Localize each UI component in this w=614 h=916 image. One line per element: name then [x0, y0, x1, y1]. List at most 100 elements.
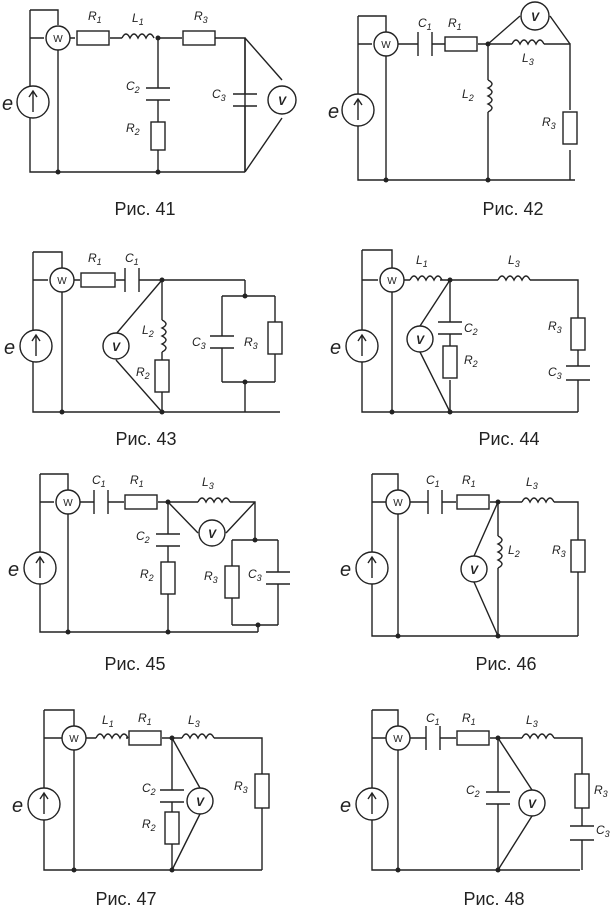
voltmeter-label: V — [528, 797, 537, 811]
voltmeter-label: V — [196, 795, 205, 809]
inductor-icon — [409, 275, 443, 282]
inductor-icon — [121, 33, 155, 40]
wattmeter-label: W — [381, 40, 391, 51]
source-label: e — [328, 101, 339, 123]
svg-text:R2: R2 — [136, 365, 150, 381]
svg-text:R1: R1 — [88, 251, 102, 267]
resistor-icon — [444, 36, 478, 52]
resistor-icon — [164, 811, 180, 845]
voltmeter-icon — [198, 519, 226, 547]
resistor-icon — [254, 773, 270, 809]
resistor-icon — [456, 494, 490, 510]
inductor-icon — [496, 535, 503, 569]
voltmeter-label: V — [208, 527, 217, 541]
resistor-icon — [442, 345, 458, 379]
circuit-fig-48: e W V C1 R1 L3 C2 R3 C3 Рис. 48 — [340, 709, 610, 909]
resistor-icon — [128, 730, 162, 746]
svg-text:C1: C1 — [426, 473, 440, 489]
svg-text:R3: R3 — [234, 779, 248, 795]
svg-text:C3: C3 — [548, 365, 562, 381]
inductor-icon — [181, 733, 215, 740]
svg-text:L3: L3 — [188, 713, 200, 729]
resistor-icon — [267, 321, 283, 355]
svg-text:C1: C1 — [426, 711, 440, 727]
voltmeter-label: V — [531, 10, 540, 24]
svg-text:C2: C2 — [136, 529, 150, 545]
svg-text:C1: C1 — [92, 473, 106, 489]
capacitor-icon — [425, 726, 441, 750]
figure-caption: Рис. 45 — [104, 654, 165, 674]
resistor-icon — [76, 30, 110, 46]
capacitor-icon — [266, 571, 290, 585]
capacitor-icon — [570, 825, 594, 841]
svg-text:R3: R3 — [542, 115, 556, 131]
svg-text:L1: L1 — [132, 11, 144, 27]
wattmeter-label: W — [53, 34, 63, 45]
resistor-icon — [124, 494, 158, 510]
svg-text:L3: L3 — [526, 475, 538, 491]
wattmeter-label: W — [387, 276, 397, 287]
capacitor-icon — [486, 791, 510, 805]
capacitor-icon — [427, 490, 443, 514]
circuit-fig-45: e W V C1 R1 L3 C2 R2 R3 C3 Рис. 45 — [8, 473, 290, 674]
svg-text:C1: C1 — [125, 251, 139, 267]
resistor-icon — [182, 30, 216, 46]
svg-text:R3: R3 — [594, 783, 608, 799]
figure-caption: Рис. 44 — [478, 429, 539, 449]
resistor-icon — [160, 561, 176, 595]
svg-text:C2: C2 — [464, 321, 478, 337]
svg-text:R1: R1 — [462, 473, 476, 489]
capacitor-icon — [146, 87, 170, 101]
voltmeter-icon — [406, 325, 434, 353]
source-label: e — [340, 795, 351, 817]
capacitor-icon — [210, 335, 234, 349]
svg-text:C2: C2 — [466, 783, 480, 799]
voltmeter-icon — [460, 555, 488, 583]
figure-caption: Рис. 48 — [463, 889, 524, 909]
inductor-icon — [160, 319, 167, 353]
svg-text:R1: R1 — [462, 711, 476, 727]
wattmeter-label: W — [69, 734, 79, 745]
svg-text:C3: C3 — [596, 823, 610, 839]
circuit-fig-44: e W V L1 L3 C2 R2 R3 C3 Рис. 44 — [330, 249, 590, 449]
svg-text:L3: L3 — [202, 475, 214, 491]
svg-text:L1: L1 — [416, 253, 428, 269]
source-label: e — [2, 93, 13, 115]
svg-text:R3: R3 — [244, 335, 258, 351]
voltmeter-icon — [186, 787, 214, 815]
svg-text:L1: L1 — [102, 713, 114, 729]
circuit-fig-41: e W V R1 L1 R3 C2 R2 C3 Рис. 41 — [2, 9, 297, 219]
figure-caption: Рис. 42 — [482, 199, 543, 219]
resistor-icon — [224, 565, 240, 599]
svg-text:R2: R2 — [126, 121, 140, 137]
figure-caption: Рис. 46 — [475, 654, 536, 674]
inductor-icon — [511, 39, 545, 46]
resistor-icon — [154, 359, 170, 393]
svg-text:R3: R3 — [552, 543, 566, 559]
svg-text:R2: R2 — [464, 353, 478, 369]
voltmeter-label: V — [112, 340, 121, 354]
svg-text:R1: R1 — [130, 473, 144, 489]
svg-text:R3: R3 — [548, 319, 562, 335]
resistor-icon — [574, 773, 590, 809]
svg-text:C3: C3 — [248, 567, 262, 583]
svg-text:R2: R2 — [140, 567, 154, 583]
capacitor-icon — [438, 321, 462, 335]
inductor-icon — [521, 733, 555, 740]
source-label: e — [340, 559, 351, 581]
svg-text:R3: R3 — [194, 9, 208, 25]
voltmeter-label: V — [470, 563, 479, 577]
resistor-icon — [562, 111, 578, 145]
resistor-icon — [150, 121, 166, 151]
figure-caption: Рис. 47 — [95, 889, 156, 909]
capacitor-icon — [566, 365, 590, 381]
inductor-icon — [486, 79, 493, 113]
svg-text:C2: C2 — [126, 79, 140, 95]
circuit-fig-46: e W V C1 R1 L3 L2 R3 Рис. 46 — [340, 473, 586, 674]
voltmeter-icon — [267, 85, 297, 115]
svg-text:R2: R2 — [142, 817, 156, 833]
figure-caption: Рис. 41 — [114, 199, 175, 219]
capacitor-icon — [160, 789, 184, 803]
wattmeter-label: W — [57, 276, 67, 287]
capacitor-icon — [417, 32, 433, 56]
